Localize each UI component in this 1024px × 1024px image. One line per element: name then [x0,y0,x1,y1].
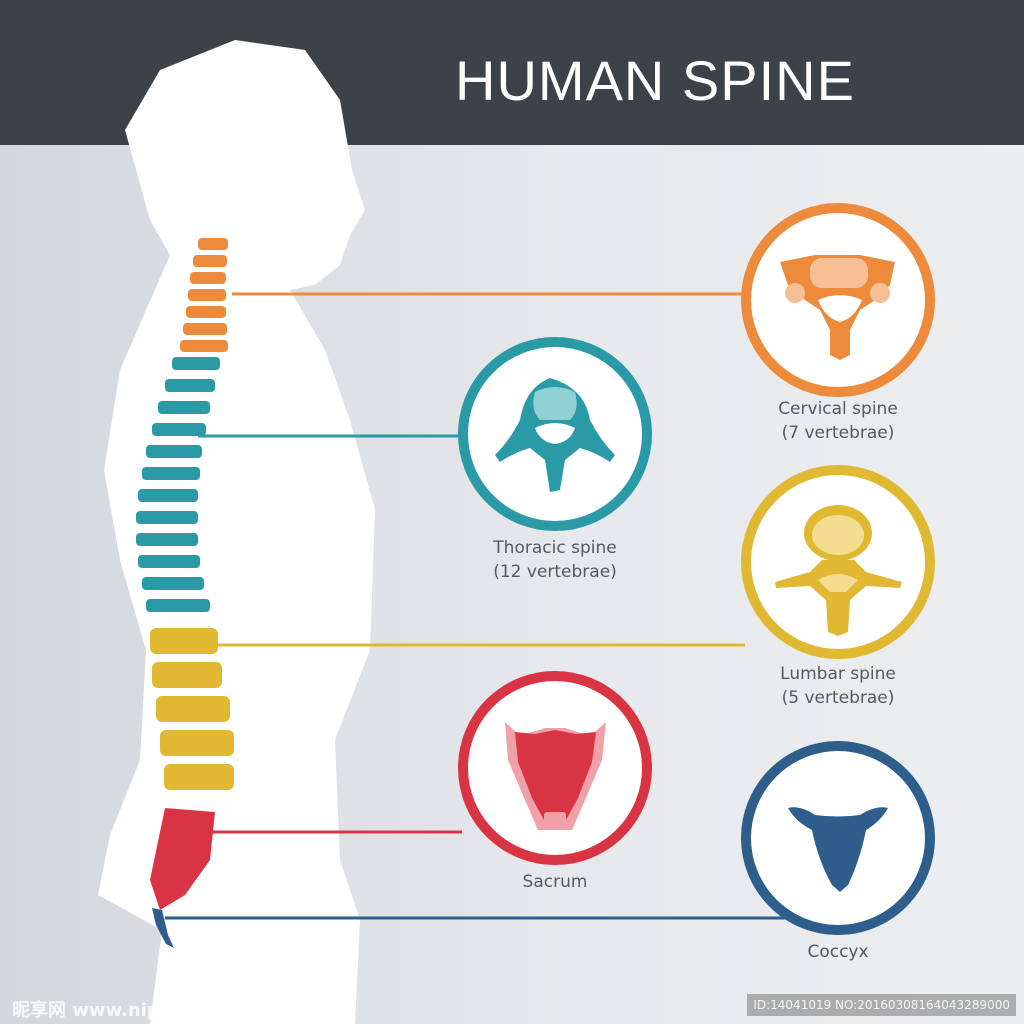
lumbar-caption: Lumbar spine (5 vertebrae) [728,662,948,710]
cervical-vertebrae [180,238,228,352]
coccyx-circle [741,741,935,935]
sacrum-bone [150,808,215,910]
sacrum-circle [458,671,652,865]
thoracic-vertebra-icon [495,378,615,492]
coccyx-name: Coccyx [807,942,869,962]
lumbar-circle [741,465,935,659]
sacrum-caption: Sacrum [445,870,665,894]
lumbar-vertebra-icon [775,505,902,636]
thoracic-vertebrae [136,357,220,612]
lumbar-name: Lumbar spine [780,664,896,684]
thoracic-circle [458,337,652,531]
coccyx-caption: Coccyx [728,940,948,964]
sacrum-name: Sacrum [522,872,588,892]
lumbar-detail: (5 vertebrae) [781,688,895,708]
cervical-vertebra-icon [780,255,895,360]
cervical-circle [741,203,935,397]
watermark-left: 昵享网 www.nipic.cn [12,1000,207,1021]
cervical-caption: Cervical spine (7 vertebrae) [728,397,948,445]
lumbar-vertebrae [150,628,234,790]
watermark-right: ID:14041019 NO:20160308164043289000 [747,994,1016,1016]
thoracic-name: Thoracic spine [493,538,617,558]
thoracic-detail: (12 vertebrae) [493,562,617,582]
cervical-name: Cervical spine [778,399,898,419]
sacrum-icon [505,722,606,830]
coccyx-icon [788,807,888,892]
cervical-detail: (7 vertebrae) [781,423,895,443]
page-title: HUMAN SPINE [455,49,855,112]
thoracic-caption: Thoracic spine (12 vertebrae) [445,536,665,584]
coccyx-bone [152,908,174,948]
body-silhouette [98,40,375,1024]
